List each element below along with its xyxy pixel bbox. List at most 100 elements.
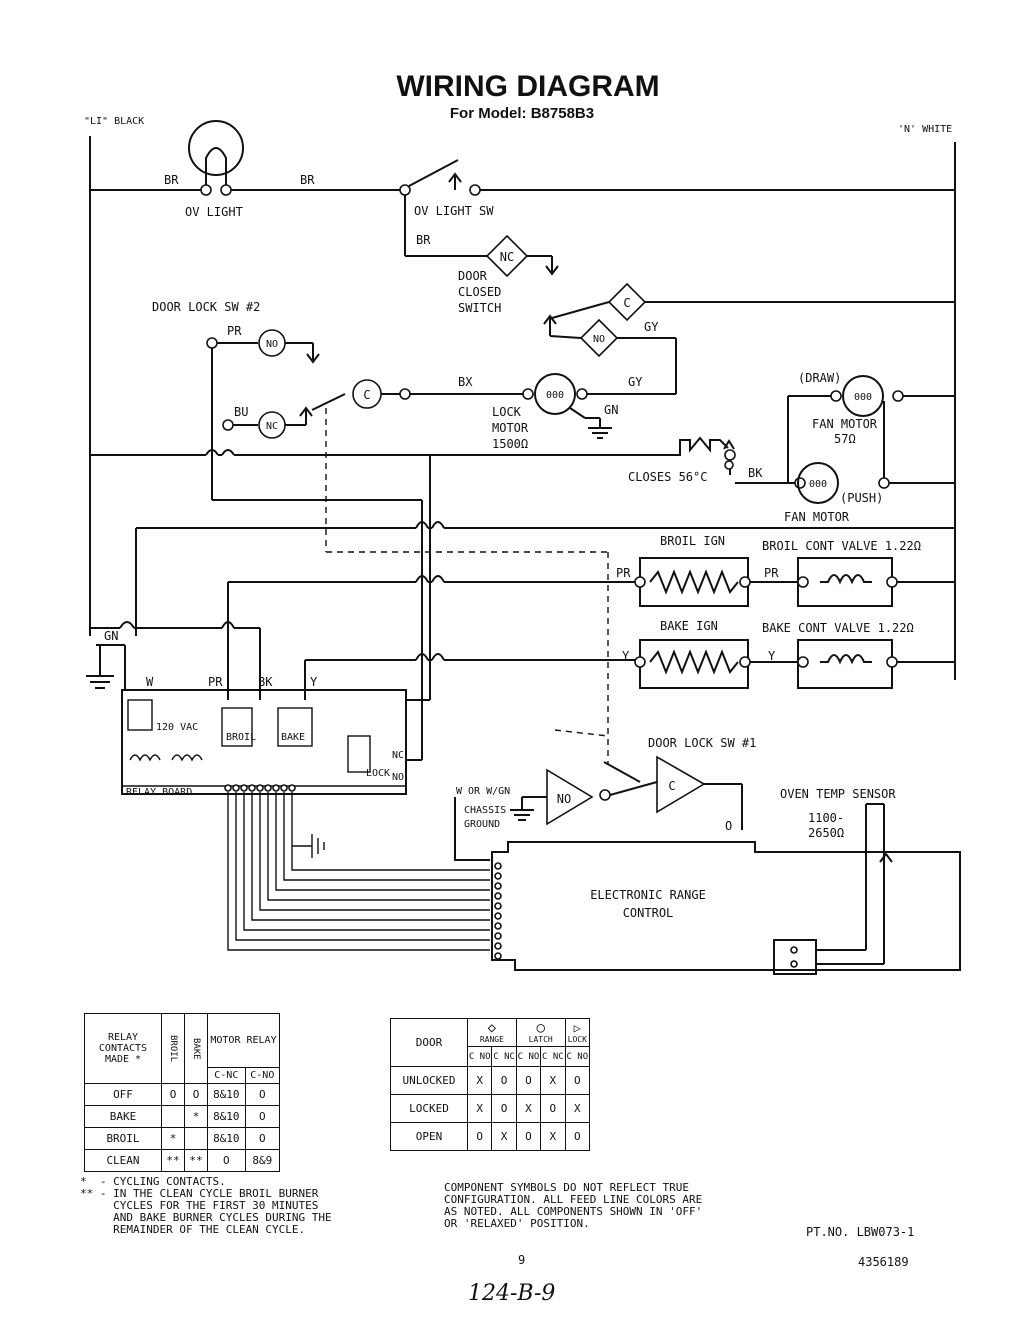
door-sub: C NO bbox=[515, 1046, 542, 1067]
svg-text:000: 000 bbox=[809, 479, 827, 490]
erc-label-2: CONTROL bbox=[623, 906, 674, 920]
door-closed-label-3: SWITCH bbox=[458, 301, 501, 315]
sensor-res-label-2: 2650Ω bbox=[808, 826, 844, 840]
lock-motor-label-2: MOTOR bbox=[492, 421, 529, 435]
door-cell: O bbox=[491, 1094, 517, 1123]
relay-cell: O bbox=[184, 1083, 208, 1106]
erc-label-1: ELECTRONIC RANGE bbox=[590, 888, 706, 902]
door-cell: O bbox=[564, 1122, 591, 1151]
triangle-icon: ▷ bbox=[573, 1021, 581, 1035]
relay-cell: 8&10 bbox=[207, 1127, 246, 1150]
door-table-header: DOOR bbox=[390, 1018, 468, 1067]
no-symbol-1: NO bbox=[266, 339, 278, 350]
wire-gy-2: GY bbox=[644, 320, 659, 334]
relay-cell: O bbox=[244, 1127, 281, 1150]
wire-pr-3: PR bbox=[764, 566, 779, 580]
relay-cell: 8&10 bbox=[207, 1105, 246, 1128]
notes-left: * - CYCLING CONTACTS. ** - IN THE CLEAN … bbox=[80, 1175, 332, 1236]
rb-y-label: Y bbox=[310, 675, 318, 689]
oven-temp-sensor bbox=[816, 803, 893, 965]
relay-board-label: RELAY BOARD bbox=[126, 787, 192, 798]
door-table-range-header: ◇ RANGE bbox=[467, 1018, 517, 1047]
nc-symbol-2: NC bbox=[266, 421, 278, 432]
door-cell: X bbox=[540, 1066, 566, 1095]
circle-icon: ○ bbox=[536, 1020, 545, 1036]
relay-cell bbox=[184, 1127, 208, 1150]
door-lock-sw2-no-contact: NO bbox=[258, 329, 320, 364]
svg-text:000: 000 bbox=[546, 390, 564, 401]
wire-bu: BU bbox=[234, 405, 248, 419]
rb-pr-label: PR bbox=[208, 675, 223, 689]
door-lock-sw1: NO C O bbox=[546, 755, 743, 833]
handwritten-note: 124-B-9 bbox=[468, 1281, 555, 1306]
diagram-title: WIRING DIAGRAM bbox=[396, 70, 659, 103]
ov-light-switch bbox=[399, 159, 481, 196]
relay-cell: 8&10 bbox=[207, 1083, 246, 1106]
door-sub: C NC bbox=[540, 1046, 566, 1067]
fan-motor-label-2: FAN MOTOR bbox=[784, 510, 850, 524]
fan-motor-push: 000 bbox=[794, 462, 890, 504]
n-label: 'N' WHITE bbox=[898, 124, 952, 135]
wire-y-1: Y bbox=[622, 649, 630, 663]
door-lock-sw1-label: DOOR LOCK SW #1 bbox=[648, 736, 756, 750]
relay-row-broil-label: BROIL bbox=[84, 1127, 162, 1150]
relay-cell: O bbox=[207, 1149, 246, 1172]
door-table-latch-label: LATCH bbox=[528, 1035, 553, 1044]
door-closed-label-2: CLOSED bbox=[458, 285, 501, 299]
relay-row-bake-label: BAKE bbox=[84, 1105, 162, 1128]
draw-label: (DRAW) bbox=[798, 371, 841, 385]
door-sub: C NC bbox=[491, 1046, 517, 1067]
door-cell: X bbox=[466, 1066, 493, 1095]
relay-contacts-table: RELAY CONTACTS MADE * BROIL BAKE MOTOR R… bbox=[84, 1013, 281, 1172]
lock-relay-label: LOCK bbox=[366, 768, 390, 779]
door-row-open-label: OPEN bbox=[390, 1122, 468, 1151]
doc-number: 4356189 bbox=[858, 1255, 909, 1269]
wire-bk-1: BK bbox=[748, 466, 763, 480]
door-sub: C NO bbox=[564, 1046, 591, 1067]
relay-cell: * bbox=[161, 1127, 185, 1150]
relay-row-clean-label: CLEAN bbox=[84, 1149, 162, 1172]
model-label: For Model: B8758B3 bbox=[450, 105, 594, 122]
closes-label: CLOSES 56°C bbox=[628, 470, 707, 484]
wire-gn-1: GN bbox=[604, 403, 618, 417]
part-number: PT.NO. LBW073-1 bbox=[806, 1225, 914, 1239]
nc-label: NC bbox=[392, 750, 404, 761]
c-symbol-1: C bbox=[363, 388, 370, 402]
no-symbol-3: NO bbox=[557, 792, 571, 806]
door-cell: O bbox=[515, 1066, 542, 1095]
door-lock-sw2-common: C bbox=[352, 379, 382, 409]
svg-text:120 VAC: 120 VAC bbox=[156, 722, 198, 733]
c-symbol-2: C bbox=[623, 296, 630, 310]
no-symbol-2: NO bbox=[593, 334, 605, 345]
door-cell: O bbox=[540, 1094, 566, 1123]
wire-br-3: BR bbox=[416, 233, 431, 247]
relay-cell: O bbox=[244, 1105, 281, 1128]
relay-table-cnc: C-NC bbox=[207, 1067, 246, 1084]
svg-text:000: 000 bbox=[854, 392, 872, 403]
oven-temp-label: OVEN TEMP SENSOR bbox=[780, 787, 896, 801]
page-number: 9 bbox=[518, 1253, 525, 1267]
ov-light-sw-label: OV LIGHT SW bbox=[414, 204, 494, 218]
wire-y-2: Y bbox=[768, 649, 776, 663]
wire-bx: BX bbox=[458, 375, 473, 389]
door-cell: O bbox=[564, 1066, 591, 1095]
door-cell: X bbox=[491, 1122, 517, 1151]
door-cell: O bbox=[515, 1122, 542, 1151]
relay-cell: 8&9 bbox=[244, 1149, 281, 1172]
fan-res-label: 57Ω bbox=[834, 432, 856, 446]
relay-cell bbox=[161, 1105, 185, 1128]
bake-valve-label: BAKE CONT VALVE 1.22Ω bbox=[762, 621, 914, 635]
door-cell: X bbox=[540, 1122, 566, 1151]
svg-text:O: O bbox=[725, 819, 732, 833]
chassis-label: CHASSIS bbox=[464, 805, 506, 816]
relay-table-broil-header: BROIL bbox=[161, 1013, 185, 1084]
fan-motor-draw: 000 bbox=[830, 375, 904, 417]
door-cell: X bbox=[466, 1094, 493, 1123]
bake-igniter bbox=[634, 639, 751, 689]
diamond-icon: ◇ bbox=[487, 1020, 497, 1036]
w-or-wgn-label: W OR W/GN bbox=[456, 786, 510, 797]
broil-valve bbox=[797, 557, 898, 607]
erc-connector-pins bbox=[494, 862, 502, 960]
relay-board-terminals bbox=[224, 784, 296, 792]
door-row-locked-label: LOCKED bbox=[390, 1094, 468, 1123]
